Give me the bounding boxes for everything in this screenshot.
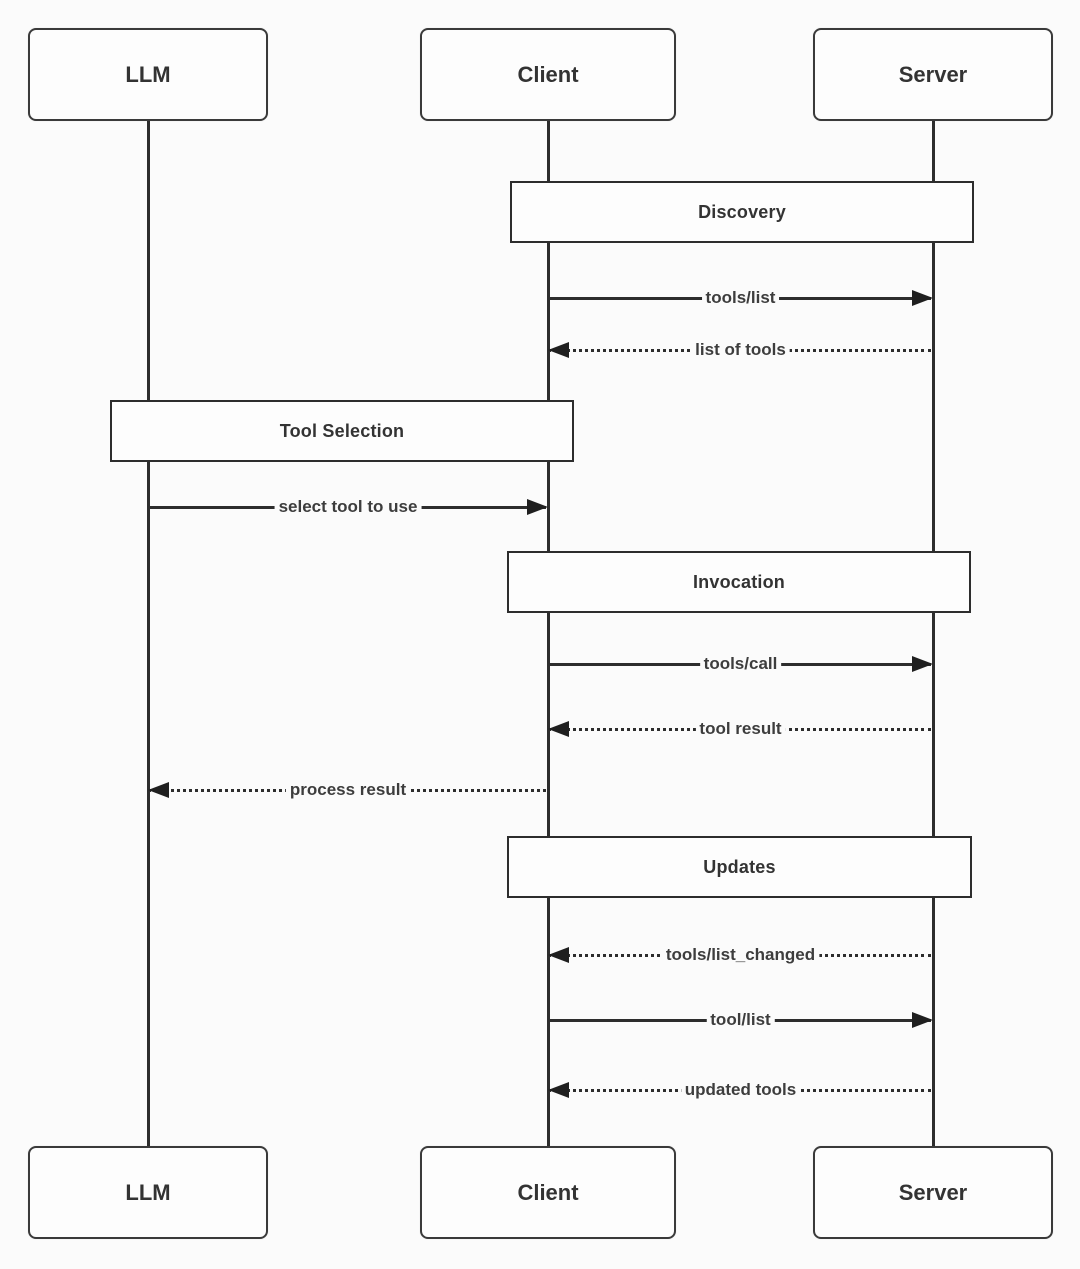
section-label: Updates xyxy=(703,856,776,877)
arrowhead-icon xyxy=(912,290,933,306)
message-label: tool result xyxy=(695,719,786,739)
arrowhead-icon xyxy=(912,1012,933,1028)
arrowhead-icon xyxy=(548,947,569,963)
actor-label-server: Server xyxy=(898,61,968,87)
section-band-0: Discovery xyxy=(510,181,974,243)
message-label: list of tools xyxy=(691,340,790,360)
actor-label-client: Client xyxy=(517,1179,579,1205)
actor-label-llm: LLM xyxy=(125,61,171,87)
arrowhead-icon xyxy=(548,342,569,358)
arrowhead-icon xyxy=(912,656,933,672)
section-band-1: Tool Selection xyxy=(110,400,574,462)
message-label: tool/list xyxy=(706,1010,775,1030)
actor-label-server: Server xyxy=(898,1179,968,1205)
arrowhead-icon xyxy=(548,721,569,737)
lifeline-server xyxy=(932,119,935,1148)
actor-box-top-llm: LLM xyxy=(28,28,268,121)
actor-label-client: Client xyxy=(517,61,579,87)
arrowhead-icon xyxy=(527,499,548,515)
lifeline-llm xyxy=(147,119,150,1148)
message-label: tools/list xyxy=(701,288,780,308)
actor-box-top-server: Server xyxy=(813,28,1053,121)
message-label: select tool to use xyxy=(274,497,422,517)
section-label: Tool Selection xyxy=(279,420,405,441)
actor-box-bottom-llm: LLM xyxy=(28,1146,268,1239)
message-label: updated tools xyxy=(680,1080,801,1100)
section-band-3: Updates xyxy=(507,836,972,898)
section-label: Invocation xyxy=(692,571,785,592)
message-label: tools/call xyxy=(699,654,782,674)
section-band-2: Invocation xyxy=(507,551,971,613)
actor-box-bottom-client: Client xyxy=(420,1146,676,1239)
actor-box-top-client: Client xyxy=(420,28,676,121)
arrowhead-icon xyxy=(548,1082,569,1098)
actor-label-llm: LLM xyxy=(125,1179,171,1205)
message-label: process result xyxy=(285,780,411,800)
arrowhead-icon xyxy=(148,782,169,798)
section-label: Discovery xyxy=(698,201,786,222)
lifeline-client xyxy=(547,119,550,1148)
actor-box-bottom-server: Server xyxy=(813,1146,1053,1239)
message-label: tools/list_changed xyxy=(661,945,820,965)
